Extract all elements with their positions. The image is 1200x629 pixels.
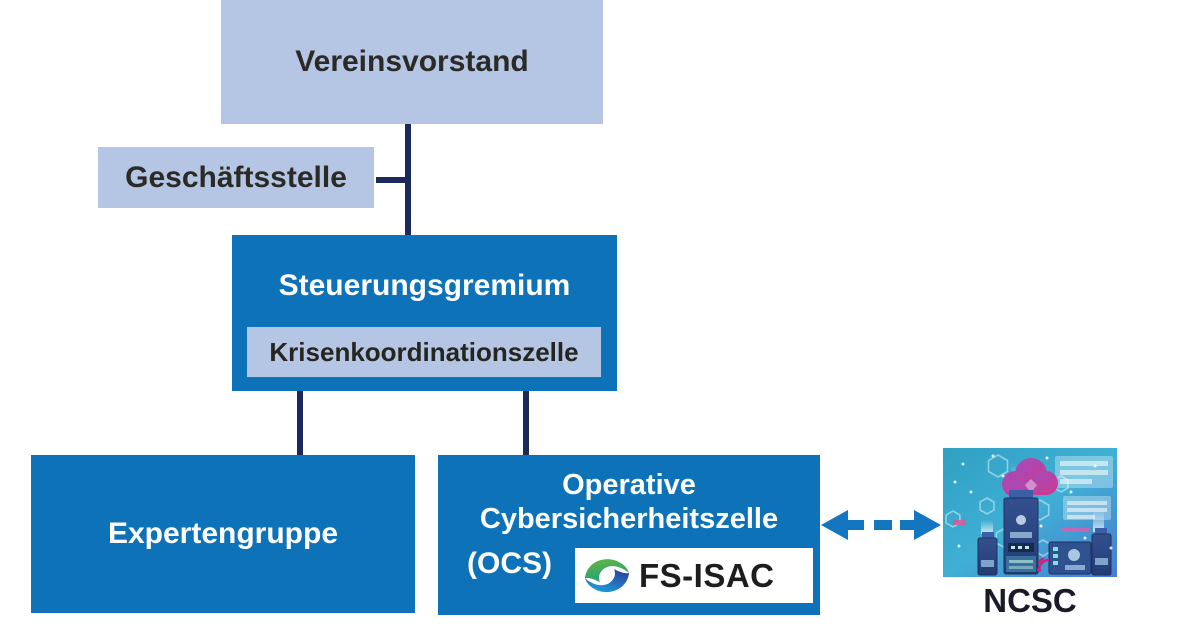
node-expertengruppe: Expertengruppe [31,455,415,613]
node-steuerungsgremium: Steuerungsgremium Krisenkoordinationszel… [232,235,617,391]
fs-isac-logo-text: FS-ISAC [639,557,775,594]
double-headed-dashed-arrow [821,510,941,540]
node-krisenkoordinationszelle: Krisenkoordinationszelle [247,327,601,377]
fs-isac-logo: FS-ISAC [575,548,813,603]
connector-steuerungsgremium-expertengruppe [297,391,303,455]
node-ocs: Operative Cybersicherheitszelle (OCS) [438,455,820,615]
node-krisenkoordinationszelle-label: Krisenkoordinationszelle [269,336,579,367]
node-vereinsvorstand-label: Vereinsvorstand [295,45,529,78]
node-ocs-label-line1: Operative [562,469,696,501]
node-geschaeftsstelle: Geschäftsstelle [98,147,374,208]
node-steuerungsgremium-label: Steuerungsgremium [278,269,571,302]
ncsc-datacenter-illustration [943,448,1117,577]
node-vereinsvorstand: Vereinsvorstand [221,0,603,124]
node-ocs-label-line2: Cybersicherheitszelle [479,503,779,535]
node-ocs-label-line3: (OCS) [467,547,552,580]
node-geschaeftsstelle-label: Geschäftsstelle [125,160,347,194]
ncsc-label: NCSC [983,582,1077,619]
connector-geschaeftsstelle [376,177,406,183]
node-expertengruppe-label: Expertengruppe [107,517,339,550]
connector-vereinsvorstand-steuerungsgremium [405,124,411,235]
fs-isac-swirl-icon [584,558,630,592]
connector-steuerungsgremium-ocs [523,391,529,455]
